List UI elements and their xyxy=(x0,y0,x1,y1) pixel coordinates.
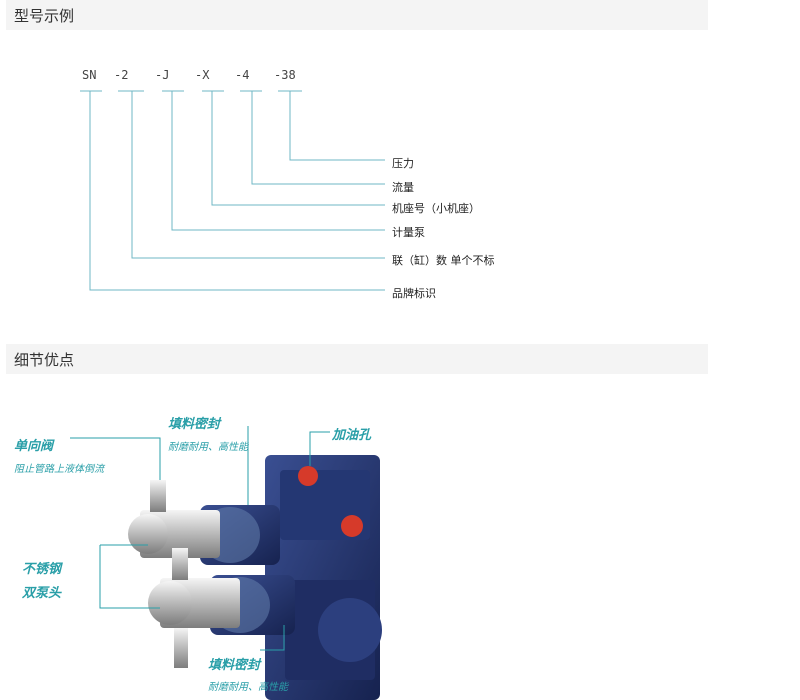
meaning-pressure: 压力 xyxy=(392,157,414,170)
callout-dual-pump-head: 双泵头 xyxy=(22,586,62,601)
callout-packing-seal-top-desc: 耐磨耐用、高性能 xyxy=(168,442,248,453)
section-title: 型号示例 xyxy=(14,7,75,25)
callout-check-valve: 单向阀 xyxy=(14,439,54,454)
section-header-model-example: 型号示例 xyxy=(6,0,708,30)
code-segment-brand: SN xyxy=(82,68,97,82)
code-segment-pressure: -38 xyxy=(274,68,296,82)
callout-packing-seal-top: 填料密封 xyxy=(168,417,221,432)
callout-oil-hole: 加油孔 xyxy=(332,428,372,443)
code-segment-pump-type: -J xyxy=(155,68,170,82)
pump-product-photo xyxy=(70,426,382,700)
code-segment-flow: -4 xyxy=(235,68,250,82)
callout-packing-seal-bottom: 填料密封 xyxy=(208,658,261,673)
meaning-frame: 机座号（小机座） xyxy=(392,202,480,215)
meaning-brand: 品牌标识 xyxy=(392,287,436,300)
meaning-pump-type: 计量泵 xyxy=(392,226,425,239)
callout-check-valve-desc: 阻止管路上液体倒流 xyxy=(14,464,104,475)
section-header-detail-advantages: 细节优点 xyxy=(6,344,708,374)
meaning-cylinders: 联（缸）数 单个不标 xyxy=(392,254,495,267)
code-segment-frame: -X xyxy=(195,68,210,82)
callout-packing-seal-bottom-desc: 耐磨耐用、高性能 xyxy=(208,682,288,693)
model-code-connector-lines xyxy=(80,90,385,291)
callout-stainless-steel: 不锈钢 xyxy=(22,562,62,577)
meaning-flow: 流量 xyxy=(392,181,414,194)
section-title: 细节优点 xyxy=(14,351,75,369)
code-segment-cylinders: -2 xyxy=(114,68,129,82)
